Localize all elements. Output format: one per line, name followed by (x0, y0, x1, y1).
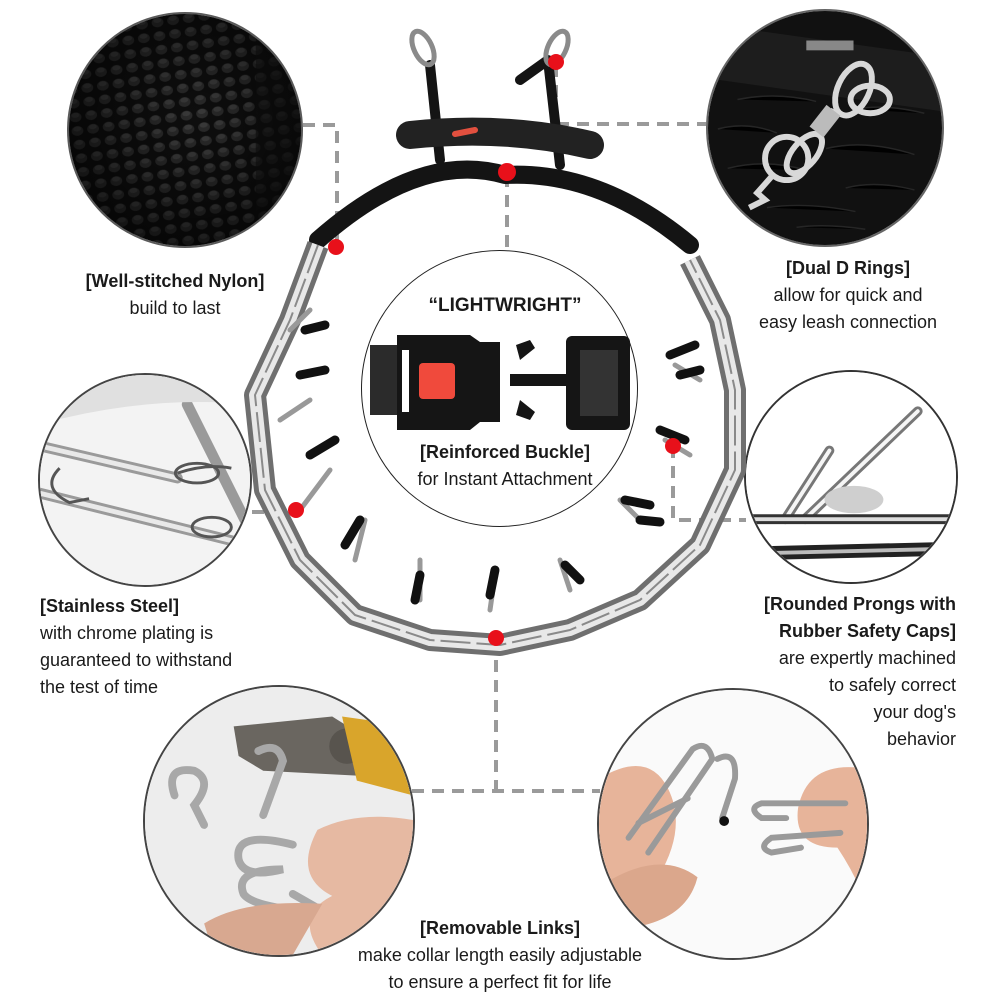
rings-feature-desc-2: easy leash connection (758, 312, 938, 332)
hands-links-icon (599, 690, 867, 958)
rings-feature-title: [Dual D Rings] (786, 258, 910, 278)
steel-feature-label: [Stainless Steel] with chrome plating is… (40, 593, 300, 701)
d-rings-closeup-image (706, 9, 944, 247)
prong-closeup-image (744, 370, 958, 584)
nylon-closeup-image (67, 12, 303, 248)
steel-feature-title: [Stainless Steel] (40, 596, 180, 616)
links-feature-desc-1: make collar length easily adjustable (357, 945, 643, 965)
steel-links-closeup-image (38, 373, 252, 587)
d-ring-icon (708, 11, 942, 245)
marker-steel (288, 502, 304, 518)
steel-feature-desc-2: guaranteed to withstand (40, 650, 233, 670)
buckle-feature-desc: for Instant Attachment (417, 469, 593, 489)
pliers-link-image (143, 685, 415, 957)
prongs-feature-desc-3: your dog's (873, 702, 957, 722)
nylon-feature-label: [Well-stitched Nylon] build to last (60, 268, 290, 322)
pliers-icon (145, 687, 413, 955)
links-feature-label: [Removable Links] make collar length eas… (320, 915, 680, 996)
marker-nylon (328, 239, 344, 255)
links-feature-title: [Removable Links] (419, 918, 581, 938)
prongs-feature-title-1: [Rounded Prongs with (764, 594, 956, 614)
nylon-feature-title: [Well-stitched Nylon] (85, 271, 265, 291)
links-feature-desc-2: to ensure a perfect fit for life (388, 972, 612, 992)
buckle-quote-text: “LIGHTWRIGHT” (428, 295, 582, 316)
steel-feature-desc-1: with chrome plating is (40, 623, 214, 643)
buckle-feature-label: [Reinforced Buckle] for Instant Attachme… (380, 439, 630, 493)
buckle-quote: “LIGHTWRIGHT” (380, 292, 630, 319)
d-rings (409, 28, 571, 68)
prongs-feature-desc-2: to safely correct (828, 675, 956, 695)
nylon-weave-icon (69, 14, 301, 246)
chain-links-icon (40, 375, 250, 585)
buckle-feature-title: [Reinforced Buckle] (419, 442, 591, 462)
prongs-feature-title-2: Rubber Safety Caps] (778, 621, 956, 641)
prong-icon (746, 372, 956, 582)
rings-feature-desc-1: allow for quick and (773, 285, 923, 305)
marker-buckle (498, 163, 516, 181)
prongs-feature-desc-1: are expertly machined (778, 648, 956, 668)
marker-d-ring (548, 54, 564, 70)
steel-feature-desc-3: the test of time (40, 677, 159, 697)
prongs-feature-label: [Rounded Prongs with Rubber Safety Caps]… (680, 591, 956, 753)
nylon-strap (309, 55, 699, 254)
nylon-feature-desc: build to last (129, 298, 221, 318)
hands-links-image (597, 688, 869, 960)
marker-prongs (665, 438, 681, 454)
rings-feature-label: [Dual D Rings] allow for quick and easy … (728, 255, 968, 336)
marker-links (488, 630, 504, 646)
prongs-feature-desc-4: behavior (886, 729, 956, 749)
